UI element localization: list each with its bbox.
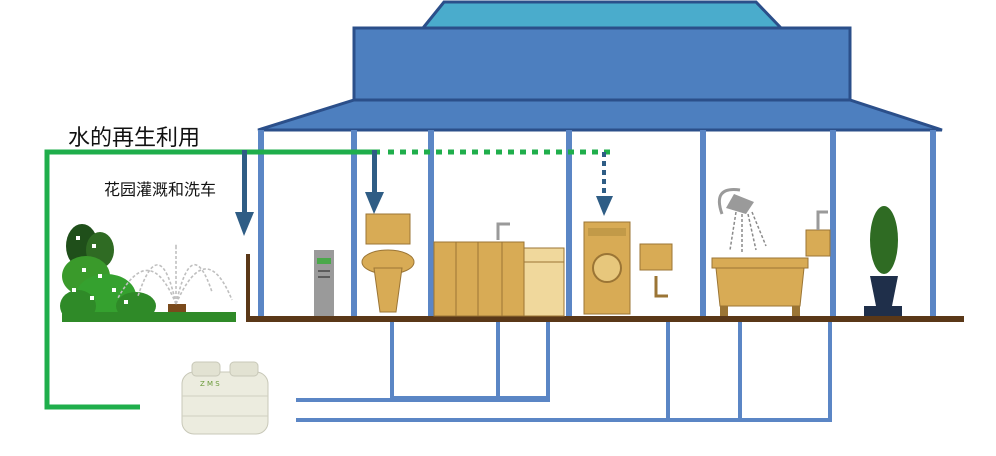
- drain-pipes: [296, 322, 832, 422]
- water-dispenser: [314, 250, 334, 316]
- subtitle-label: 花园灌溉和洗车: [104, 180, 217, 199]
- septic-tank: Z M S: [181, 361, 269, 435]
- washing-machine: [583, 221, 673, 315]
- kitchen-cabinets: [433, 222, 565, 317]
- bathroom: [711, 188, 831, 316]
- garden: [60, 220, 236, 324]
- roof-eave: [257, 98, 943, 132]
- recycled-water-pipe: [44, 149, 380, 410]
- floor-left-edge: [246, 254, 250, 322]
- title-label: 水的再生利用: [68, 126, 201, 151]
- floor-line: [248, 316, 964, 322]
- toilet: [361, 213, 415, 313]
- house-columns: [258, 130, 936, 318]
- roof: [257, 0, 943, 132]
- roof-top: [419, 0, 785, 30]
- roof-upper: [352, 26, 852, 104]
- flow-arrows: [235, 150, 613, 236]
- potted-plant: [864, 206, 902, 316]
- tank-label: Z M S: [200, 380, 220, 388]
